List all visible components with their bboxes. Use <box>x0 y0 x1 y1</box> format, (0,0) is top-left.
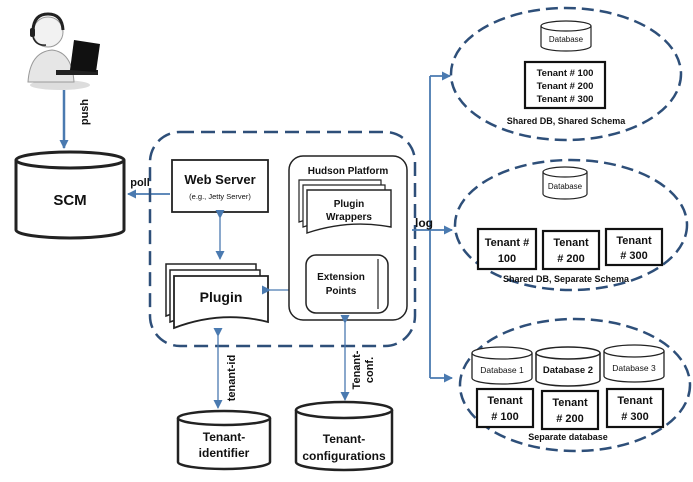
hudson-platform-label: Hudson Platform <box>308 166 389 177</box>
separate-database-tenant-300-line1: Tenant <box>617 395 653 407</box>
separate-database-tenant-100-line1: Tenant <box>487 395 523 407</box>
plugin-wrappers-stack <box>298 179 392 234</box>
separate-database-tenant-200-line1: Tenant <box>552 397 588 409</box>
extension-points-label-2: Points <box>326 286 357 297</box>
tenant-configurations-label-1: Tenant- <box>323 432 365 446</box>
separate-schema-tenant-100-line1: Tenant # <box>485 237 529 249</box>
separate-database-group <box>458 317 692 453</box>
shared-schema-tenant-200: Tenant # 200 <box>537 81 594 92</box>
separate-database-1 <box>471 346 533 385</box>
tenant-id-label: tenant-id <box>226 355 238 401</box>
scm-label: SCM <box>53 192 86 209</box>
separate-database-3 <box>603 344 665 383</box>
poll-label: poll <box>130 177 150 189</box>
shared-schema-tenant-300: Tenant # 300 <box>537 94 594 105</box>
separate-database-2-label: Database 2 <box>543 365 593 376</box>
shared-schema-caption: Shared DB, Shared Schema <box>507 116 627 126</box>
separate-schema-tenant-300-line1: Tenant <box>616 235 652 247</box>
separate-database-tenant-300-box <box>605 387 665 429</box>
developer-with-laptop-icon <box>27 12 100 90</box>
tenant-identifier-label-2: identifier <box>199 446 250 460</box>
plugin-stack <box>165 263 269 330</box>
separate-schema-group <box>453 158 689 292</box>
separate-schema-tenant-100-line2: 100 <box>498 253 516 265</box>
separate-database-tenant-100-line2: # 100 <box>491 411 519 423</box>
push-label: push <box>79 99 91 126</box>
tenant-configurations-label-2: configurations <box>302 449 386 463</box>
separate-database-tenant-200-line2: # 200 <box>556 413 584 425</box>
separate-database-tenant-100-box <box>475 387 535 429</box>
separate-schema-tenant-200-line2: # 200 <box>557 253 585 265</box>
separate-schema-tenant-300-box <box>604 227 664 267</box>
shared-schema-group <box>449 6 683 142</box>
separate-database-tenant-200-box <box>540 389 600 431</box>
plugin-label: Plugin <box>200 289 243 305</box>
shared-schema-database-label: Database <box>549 35 584 44</box>
plugin-wrappers-label-2: Wrappers <box>326 212 372 223</box>
tenant-identifier-database <box>176 409 272 471</box>
tenant-identifier-label-1: Tenant- <box>203 430 245 444</box>
separate-schema-tenant-100-box <box>476 227 538 271</box>
separate-schema-database-label: Database <box>548 182 583 191</box>
shared-schema-database <box>540 20 592 52</box>
log-label: log <box>415 216 433 230</box>
separate-schema-tenant-300-line2: # 300 <box>620 250 648 262</box>
extension-points-box <box>305 254 389 314</box>
tenant-configurations-database <box>294 400 394 472</box>
web-server-sublabel: (e.g., Jetty Server) <box>189 192 251 201</box>
separate-database-tenant-300-line2: # 300 <box>621 411 649 423</box>
shared-schema-tenants-box <box>523 60 607 110</box>
shared-schema-tenant-100: Tenant # 100 <box>537 68 594 79</box>
separate-database-1-label: Database 1 <box>480 365 524 375</box>
separate-schema-tenant-200-line1: Tenant <box>553 237 589 249</box>
separate-schema-database <box>542 166 588 200</box>
tenant-conf-label-1: Tenant- <box>351 350 363 389</box>
extension-points-label-1: Extension <box>317 272 365 283</box>
web-server-label: Web Server <box>184 172 255 187</box>
scm-database <box>14 150 126 240</box>
separate-schema-tenant-200-box <box>541 229 601 271</box>
separate-database-3-label: Database 3 <box>612 363 656 373</box>
separate-database-2 <box>535 346 601 387</box>
separate-schema-caption: Shared DB, Separate Schema <box>503 274 630 284</box>
tenant-conf-label-2: conf. <box>364 357 376 383</box>
log-connector <box>412 71 453 383</box>
separate-database-caption: Separate database <box>528 432 608 442</box>
hudson-container <box>148 130 417 348</box>
plugin-wrappers-label-1: Plugin <box>334 199 365 210</box>
